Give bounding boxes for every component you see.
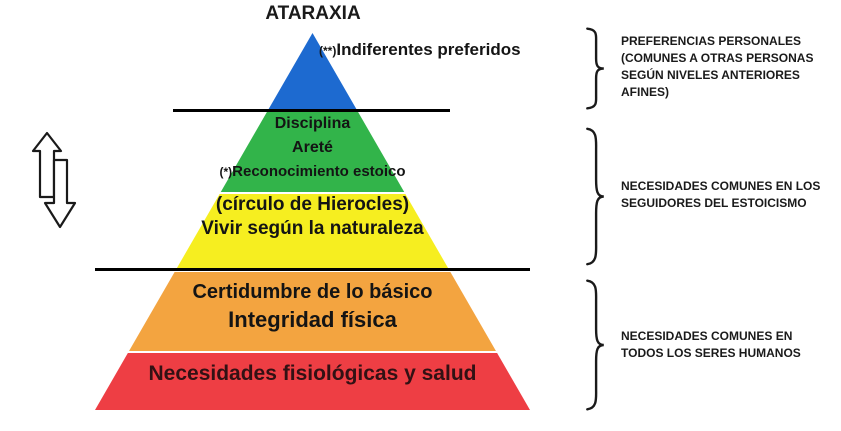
label-reconocimiento-estoico: (*)Reconocimiento estoico: [95, 163, 530, 180]
annotation-preferencias-personales: PREFERENCIAS PERSONALES (COMUNES A OTRAS…: [621, 33, 813, 101]
label-certidumbre-basico: Certidumbre de lo básico: [192, 281, 433, 303]
label-arete: Areté: [292, 139, 333, 156]
pyramid-level-seguridad-basica: [95, 272, 530, 351]
annotation-line: NECESIDADES COMUNES EN: [621, 329, 793, 343]
label-reconocimiento-text: Reconocimiento estoico: [232, 163, 406, 180]
label-necesidades-fisiologicas: Necesidades fisiológicas y salud: [148, 362, 477, 385]
label-circulo-hierocles: (círculo de Hierocles): [215, 194, 410, 215]
divider-line-bottom: [95, 268, 530, 271]
down-arrow-icon: [43, 158, 77, 229]
footnote-marker: (**): [319, 44, 337, 58]
curly-brace-icon: [584, 126, 606, 267]
annotation-line: SEGÚN NIVELES ANTERIORES: [621, 68, 800, 82]
label-vivir-segun-naturaleza: Vivir según la naturaleza: [201, 218, 424, 239]
annotation-line: AFINES): [621, 85, 669, 99]
curly-brace-icon: [584, 278, 606, 412]
annotation-necesidades-humanos: NECESIDADES COMUNES EN TODOS LOS SERES H…: [621, 328, 801, 362]
annotation-line: (COMUNES A OTRAS PERSONAS: [621, 51, 814, 65]
label-integridad-fisica: Integridad física: [228, 307, 397, 332]
pyramid-level-necesidades-fisiologicas: [95, 353, 530, 410]
annotation-line: TODOS LOS SERES HUMANOS: [621, 346, 801, 360]
curly-brace-icon: [584, 27, 606, 110]
diagram-title: ATARAXIA: [265, 3, 361, 24]
apex-level-label-text: Indiferentes preferidos: [336, 40, 521, 59]
apex-level-label: (**)Indiferentes preferidos: [319, 40, 521, 60]
annotation-necesidades-estoicismo: NECESIDADES COMUNES EN LOS SEGUIDORES DE…: [621, 178, 820, 212]
divider-line-top: [173, 109, 450, 112]
footnote-marker: (*): [219, 165, 233, 179]
up-down-arrows-icon: [31, 131, 77, 229]
annotation-line: PREFERENCIAS PERSONALES: [621, 34, 802, 48]
label-disciplina: Disciplina: [274, 115, 351, 132]
annotation-line: SEGUIDORES DEL ESTOICISMO: [621, 196, 807, 210]
annotation-line: NECESIDADES COMUNES EN LOS: [621, 179, 821, 193]
